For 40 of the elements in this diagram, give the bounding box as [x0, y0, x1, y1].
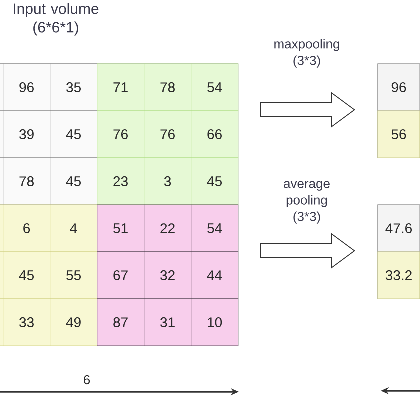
number-cell: 45 — [50, 158, 98, 206]
number-cell: 45 — [50, 110, 98, 158]
number-cell: 51 — [97, 204, 145, 252]
number-cell: 33 — [3, 298, 51, 346]
number-cell: 10 — [191, 298, 239, 346]
number-cell: 87 — [97, 298, 145, 346]
number-cell: 44 — [191, 252, 239, 300]
number-cell: 23 — [97, 158, 145, 206]
block-arrow — [260, 92, 356, 128]
number-cell: 3 — [144, 158, 192, 206]
number-cell: 31 — [144, 298, 192, 346]
number-cell: 66 — [191, 110, 239, 158]
number-cell: 71 — [97, 64, 145, 112]
grid-title: Input volume (6*6*1) — [14, 3, 99, 36]
edge-label: average pooling (3*3) — [270, 180, 344, 225]
number-cell: 39 — [3, 110, 51, 158]
number-cell: 54 — [191, 64, 239, 112]
number-cell: 32 — [144, 252, 192, 300]
number-cell: 6 — [3, 204, 51, 252]
number-cell: 96 — [3, 64, 51, 112]
number-cell: 78 — [144, 64, 192, 112]
number-cell: 76 — [144, 110, 192, 158]
number-cell: 4 — [50, 204, 98, 252]
block-arrow — [260, 233, 356, 269]
number-cell: 76 — [97, 110, 145, 158]
number-cell: 47.6 — [378, 204, 420, 252]
number-cell: 54 — [191, 204, 239, 252]
dimension-label: 6 — [84, 375, 90, 385]
number-cell: 33.2 — [378, 252, 420, 300]
number-cell: 35 — [50, 64, 98, 112]
number-cell: 78 — [3, 158, 51, 206]
number-cell: 55 — [50, 252, 98, 300]
number-cell: 67 — [97, 252, 145, 300]
number-cell: 45 — [191, 158, 239, 206]
edge-label: maxpooling (3*3) — [270, 38, 344, 69]
number-cell: 22 — [144, 204, 192, 252]
number-cell: 45 — [3, 252, 51, 300]
number-cell: 56 — [378, 110, 420, 158]
number-cell: 49 — [50, 298, 98, 346]
number-cell: 96 — [378, 64, 420, 112]
